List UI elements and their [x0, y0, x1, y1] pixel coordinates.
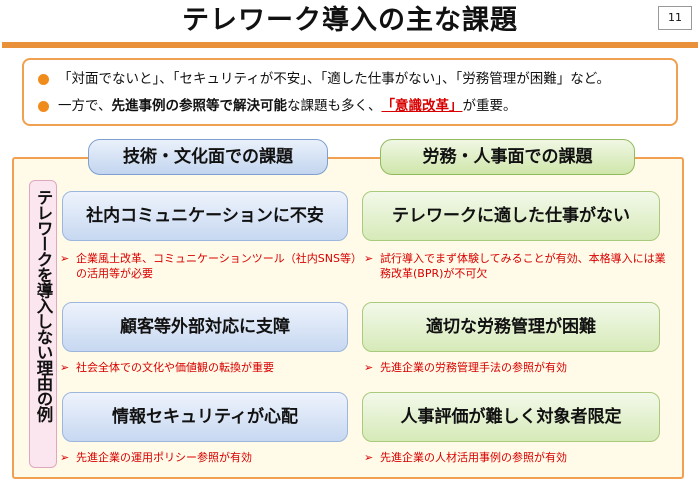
- issue-internal-communication: 社内コミュニケーションに不安: [62, 191, 348, 241]
- note-personnel-evaluation: ➢ 先進企業の人材活用事例の参照が有効: [364, 450, 676, 465]
- note-text: 社会全体での文化や価値観の転換が重要: [76, 361, 274, 374]
- issue-external-customers: 顧客等外部対応に支障: [62, 302, 348, 352]
- summary-line-2: 一方で、 先進事例の参照等で解決可能 な課題も多く、 「意識改革」 が重要。: [38, 93, 666, 120]
- page-title: テレワーク導入の主な課題: [182, 5, 518, 36]
- note-information-security: ➢ 先進企業の運用ポリシー参照が有効: [60, 450, 360, 465]
- summary-text-1: 「対面でないと」、「セキュリティが不安」、「適した仕事がない」、「労務管理が困難…: [58, 71, 611, 87]
- note-external-customers: ➢ 社会全体での文化や価値観の転換が重要: [60, 360, 360, 375]
- arrow-bullet-icon: ➢: [364, 451, 374, 464]
- side-label-scroll: テレワークを導入しない理由の例: [29, 180, 57, 468]
- summary-box: 「対面でないと」、「セキュリティが不安」、「適した仕事がない」、「労務管理が困難…: [22, 58, 678, 126]
- issue-personnel-evaluation: 人事評価が難しく対象者限定: [362, 392, 660, 442]
- note-internal-communication: ➢ 企業風土改革、コミュニケーションツール（社内SNS等）の活用等が必要: [60, 251, 360, 281]
- note-text: 先進企業の人材活用事例の参照が有効: [380, 451, 567, 464]
- issue-labor-management: 適切な労務管理が困難: [362, 302, 660, 352]
- orange-bullet-icon: [38, 74, 49, 85]
- page-number: 11: [658, 6, 692, 30]
- note-text: 企業風土改革、コミュニケーションツール（社内SNS等）の活用等が必要: [76, 252, 357, 280]
- arrow-bullet-icon: ➢: [60, 252, 70, 265]
- labor-column-header: 労務・人事面での課題: [380, 139, 635, 175]
- summary-line-1: 「対面でないと」、「セキュリティが不安」、「適した仕事がない」、「労務管理が困難…: [38, 66, 666, 93]
- note-text: 先進企業の労務管理手法の参照が有効: [380, 361, 567, 374]
- note-text: 試行導入でまず体験してみることが有効、本格導入には業務改革(BPR)が不可欠: [380, 252, 666, 280]
- arrow-bullet-icon: ➢: [60, 451, 70, 464]
- orange-bullet-icon: [38, 101, 49, 112]
- summary-text-2a: 一方で、: [58, 98, 112, 114]
- note-labor-management: ➢ 先進企業の労務管理手法の参照が有効: [364, 360, 676, 375]
- summary-text-2c: が重要。: [462, 98, 517, 114]
- note-text: 先進企業の運用ポリシー参照が有効: [76, 451, 252, 464]
- summary-text-2b: な課題も多く、: [286, 98, 382, 114]
- title-underline: [2, 42, 698, 48]
- arrow-bullet-icon: ➢: [364, 361, 374, 374]
- tech-column-header: 技術・文化面での課題: [88, 139, 328, 175]
- issue-information-security: 情報セキュリティが心配: [62, 392, 348, 442]
- arrow-bullet-icon: ➢: [364, 252, 374, 265]
- side-label: テレワークを導入しない理由の例: [34, 189, 53, 422]
- arrow-bullet-icon: ➢: [60, 361, 70, 374]
- issue-no-suitable-work: テレワークに適した仕事がない: [362, 191, 660, 241]
- summary-highlight: 「意識改革」: [381, 98, 463, 114]
- note-no-suitable-work: ➢ 試行導入でまず体験してみることが有効、本格導入には業務改革(BPR)が不可欠: [364, 251, 676, 281]
- summary-text-2-bold: 先進事例の参照等で解決可能: [111, 98, 287, 114]
